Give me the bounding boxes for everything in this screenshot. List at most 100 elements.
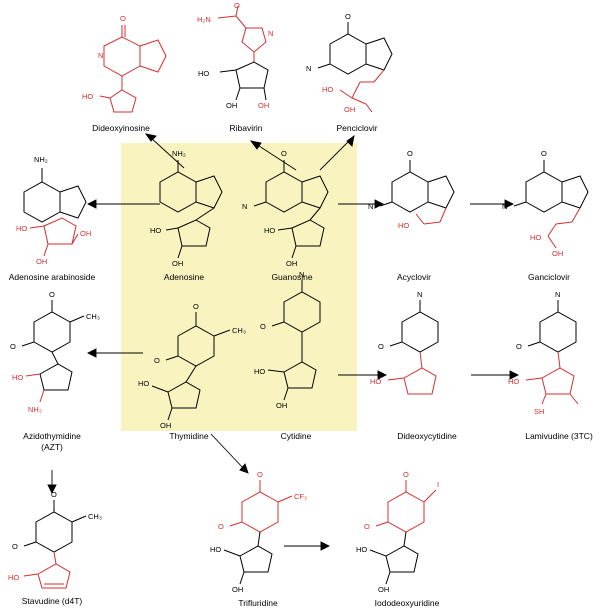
svg-text:HO: HO — [16, 224, 27, 233]
svg-text:O: O — [378, 342, 384, 351]
svg-text:OH: OH — [378, 585, 389, 594]
svg-text:O: O — [260, 322, 266, 331]
adenosine-structure — [159, 160, 223, 259]
svg-text:O: O — [193, 302, 199, 311]
svg-text:O: O — [257, 470, 263, 479]
svg-text:O: O — [12, 542, 18, 551]
label-guanosine: Guanosine — [271, 272, 313, 282]
label-ribavirin: Ribavirin — [229, 123, 263, 133]
svg-text:O: O — [154, 356, 160, 365]
svg-text:O: O — [364, 522, 370, 531]
svg-text:HO: HO — [150, 226, 161, 235]
reaction-arrows — [47, 133, 520, 551]
arrow-thymidine-to-trifluridine — [210, 433, 249, 474]
arrow-guanosine-to-acyclovir — [338, 199, 385, 209]
cytidine-structure — [267, 280, 321, 401]
lamivudine-structure — [525, 300, 579, 405]
svg-text:O: O — [234, 1, 240, 10]
svg-text:N: N — [268, 29, 273, 38]
svg-text:N: N — [299, 270, 304, 279]
svg-text:HO: HO — [82, 92, 93, 101]
iododeoxyuridine-structure — [369, 480, 437, 585]
arrow-guanosine-to-penciclovir — [319, 134, 355, 171]
svg-text:CH₃: CH₃ — [86, 312, 100, 321]
svg-text:O: O — [49, 290, 55, 299]
label-azt-abbr: (AZT) — [41, 442, 63, 452]
svg-text:HO: HO — [210, 545, 221, 554]
svg-text:O: O — [10, 342, 16, 351]
stavudine-structure — [23, 500, 87, 589]
svg-text:NH₂: NH₂ — [34, 155, 48, 164]
svg-text:O: O — [51, 490, 57, 499]
label-thymidine: Thymidine — [169, 431, 209, 441]
arrow-thymidine-to-azt — [86, 348, 143, 358]
svg-text:OH: OH — [172, 259, 183, 268]
svg-text:SH: SH — [534, 407, 544, 416]
svg-text:HO: HO — [198, 69, 209, 78]
svg-text:N: N — [242, 202, 247, 211]
svg-text:HO: HO — [322, 85, 333, 94]
svg-text:CH₃: CH₃ — [232, 326, 246, 335]
arrow-trifluridine-to-iododeoxyuridine — [284, 541, 331, 551]
label-ganciclovir: Ganciclovir — [527, 272, 571, 282]
svg-text:NH₃: NH₃ — [28, 405, 42, 414]
ara-a-structure — [23, 168, 87, 257]
label-iododeoxyuridine: Iododeoxyuridine — [374, 598, 440, 608]
svg-text:HO: HO — [356, 545, 367, 554]
svg-text:O: O — [541, 149, 547, 158]
svg-text:OH: OH — [36, 257, 47, 266]
svg-text:HO: HO — [508, 377, 519, 386]
svg-text:N: N — [306, 64, 311, 73]
label-adenosine: Adenosine — [163, 272, 205, 282]
svg-text:OH: OH — [552, 249, 563, 258]
svg-text:OH: OH — [232, 585, 243, 594]
svg-text:O: O — [407, 149, 413, 158]
svg-text:OH: OH — [80, 229, 91, 238]
ganciclovir-structure — [513, 160, 589, 249]
svg-text:N: N — [555, 290, 560, 299]
label-acyclovir: Acyclovir — [396, 272, 432, 282]
svg-text:NH₂: NH₂ — [172, 149, 186, 158]
label-azidothymidine: Azidothymidine — [23, 431, 81, 441]
svg-text:CH₃: CH₃ — [88, 512, 102, 521]
label-dideoxyinosine: Dideoxyinosine — [92, 123, 150, 133]
svg-text:HO: HO — [398, 221, 409, 230]
dideoxyinosine-structure — [99, 25, 167, 113]
svg-text:OH: OH — [258, 101, 269, 110]
svg-text:N: N — [368, 202, 373, 211]
svg-text:HO: HO — [12, 373, 23, 382]
svg-text:HO: HO — [8, 573, 19, 582]
acyclovir-structure — [379, 160, 455, 225]
arrow-ddc-to-3tc — [471, 370, 520, 380]
svg-text:O: O — [516, 342, 522, 351]
label-dideoxycytidine: Dideoxycytidine — [397, 431, 457, 441]
label-adenosine-arabinoside: Adenosine arabinoside — [8, 272, 96, 282]
svg-text:N: N — [417, 290, 422, 299]
thymidine-structure — [151, 312, 231, 421]
svg-text:HO: HO — [138, 379, 149, 388]
label-trifluridine: Trifluridine — [238, 598, 278, 608]
arrow-cytidine-to-ddc — [338, 370, 388, 380]
svg-text:OH: OH — [276, 401, 287, 410]
svg-text:OH: OH — [286, 259, 297, 268]
svg-text:O: O — [281, 149, 287, 158]
svg-text:H₂N: H₂N — [197, 15, 211, 24]
svg-text:OH: OH — [160, 421, 171, 430]
svg-text:O: O — [345, 12, 351, 21]
ddc-structure — [387, 300, 439, 395]
svg-text:HO: HO — [264, 226, 275, 235]
svg-text:CF₃: CF₃ — [294, 492, 307, 501]
svg-text:OH: OH — [344, 105, 355, 114]
azt-structure — [21, 300, 85, 403]
svg-text:HO: HO — [530, 233, 541, 242]
svg-text:O: O — [218, 522, 224, 531]
svg-text:N: N — [502, 202, 507, 211]
label-penciclovir: Penciclovir — [336, 123, 378, 133]
arrow-adenosine-to-ara-a — [86, 199, 160, 209]
svg-text:I: I — [437, 480, 439, 489]
arrow-azt-to-d4t — [47, 470, 57, 495]
trifluridine-structure — [223, 480, 293, 585]
guanosine-structure — [253, 160, 329, 259]
